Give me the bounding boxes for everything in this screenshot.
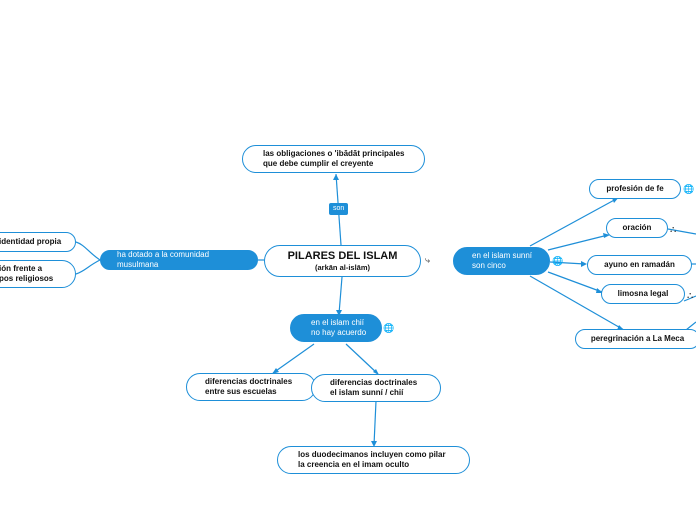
link-left-child-2 — [75, 259, 101, 275]
link-bottom-child-1 — [272, 343, 315, 374]
charity-icon: ⛬ — [687, 290, 694, 300]
arrow-right-child-2 — [603, 233, 610, 238]
arrow-bottom-child-2 — [373, 369, 379, 375]
arrow-bottom-child-1 — [272, 368, 279, 374]
node-duodecimanos[interactable]: los duodecimanos incluyen como pilar la … — [277, 446, 470, 474]
link-bottom-grandchild — [373, 400, 377, 446]
node-posicion-grupos[interactable]: ión frente a pos religiosos — [0, 260, 76, 288]
node-peregrinacion[interactable]: peregrinación a La Meca — [575, 329, 696, 349]
link-center-bottom — [338, 276, 343, 315]
globe-icon: 🌐 — [683, 184, 695, 194]
link-offpage-3 — [683, 295, 696, 302]
arrow-top — [333, 174, 339, 180]
link-bottom-child-2 — [345, 343, 379, 375]
node-limosna-legal[interactable]: limosna legal — [601, 284, 685, 304]
node-identidad-propia[interactable]: identidad propia — [0, 232, 76, 252]
node-diferencias-sunni-chii[interactable]: diferencias doctrinales el islam sunní /… — [311, 374, 441, 402]
node-ayuno-ramadan[interactable]: ayuno en ramadán — [587, 255, 692, 275]
node-profesion-de-fe[interactable]: profesión de fe — [589, 179, 681, 199]
globe-icon: 🌐 — [552, 256, 564, 266]
link-right-child-4 — [547, 271, 603, 293]
link-right-child-1 — [529, 197, 619, 247]
central-node[interactable]: PILARES DEL ISLAM (arkān al-islām) — [264, 245, 421, 277]
globe-icon: 🌐 — [383, 323, 395, 333]
link-offpage-4 — [685, 321, 696, 331]
central-title: PILARES DEL ISLAM — [287, 250, 398, 262]
link-offpage-1 — [667, 228, 696, 235]
connector-label-son: son — [329, 203, 349, 215]
central-subtitle: (arkān al-islām) — [314, 263, 371, 272]
link-left-child-1 — [75, 241, 101, 261]
node-obligaciones[interactable]: las obligaciones o 'ibādāt principales q… — [242, 145, 425, 173]
link-right-child-5 — [529, 275, 625, 331]
branch-bottom[interactable]: en el islam chií no hay acuerdo — [290, 314, 382, 342]
arrow-bottom — [336, 310, 342, 316]
link-right-child-2 — [547, 234, 609, 251]
prayer-icon: ⛬ — [670, 224, 677, 234]
arrow-right-child-3 — [581, 261, 587, 267]
branch-left[interactable]: ha dotado a la comunidad musulmana — [100, 250, 258, 270]
arrow-grandchild — [371, 441, 377, 447]
link-icon: ⤷ — [425, 255, 431, 265]
branch-right[interactable]: en el islam sunní son cinco — [453, 247, 550, 275]
node-oracion[interactable]: oración — [606, 218, 668, 238]
node-diferencias-escuelas[interactable]: diferencias doctrinales entre sus escuel… — [186, 373, 316, 401]
link-right-child-3 — [549, 261, 586, 265]
